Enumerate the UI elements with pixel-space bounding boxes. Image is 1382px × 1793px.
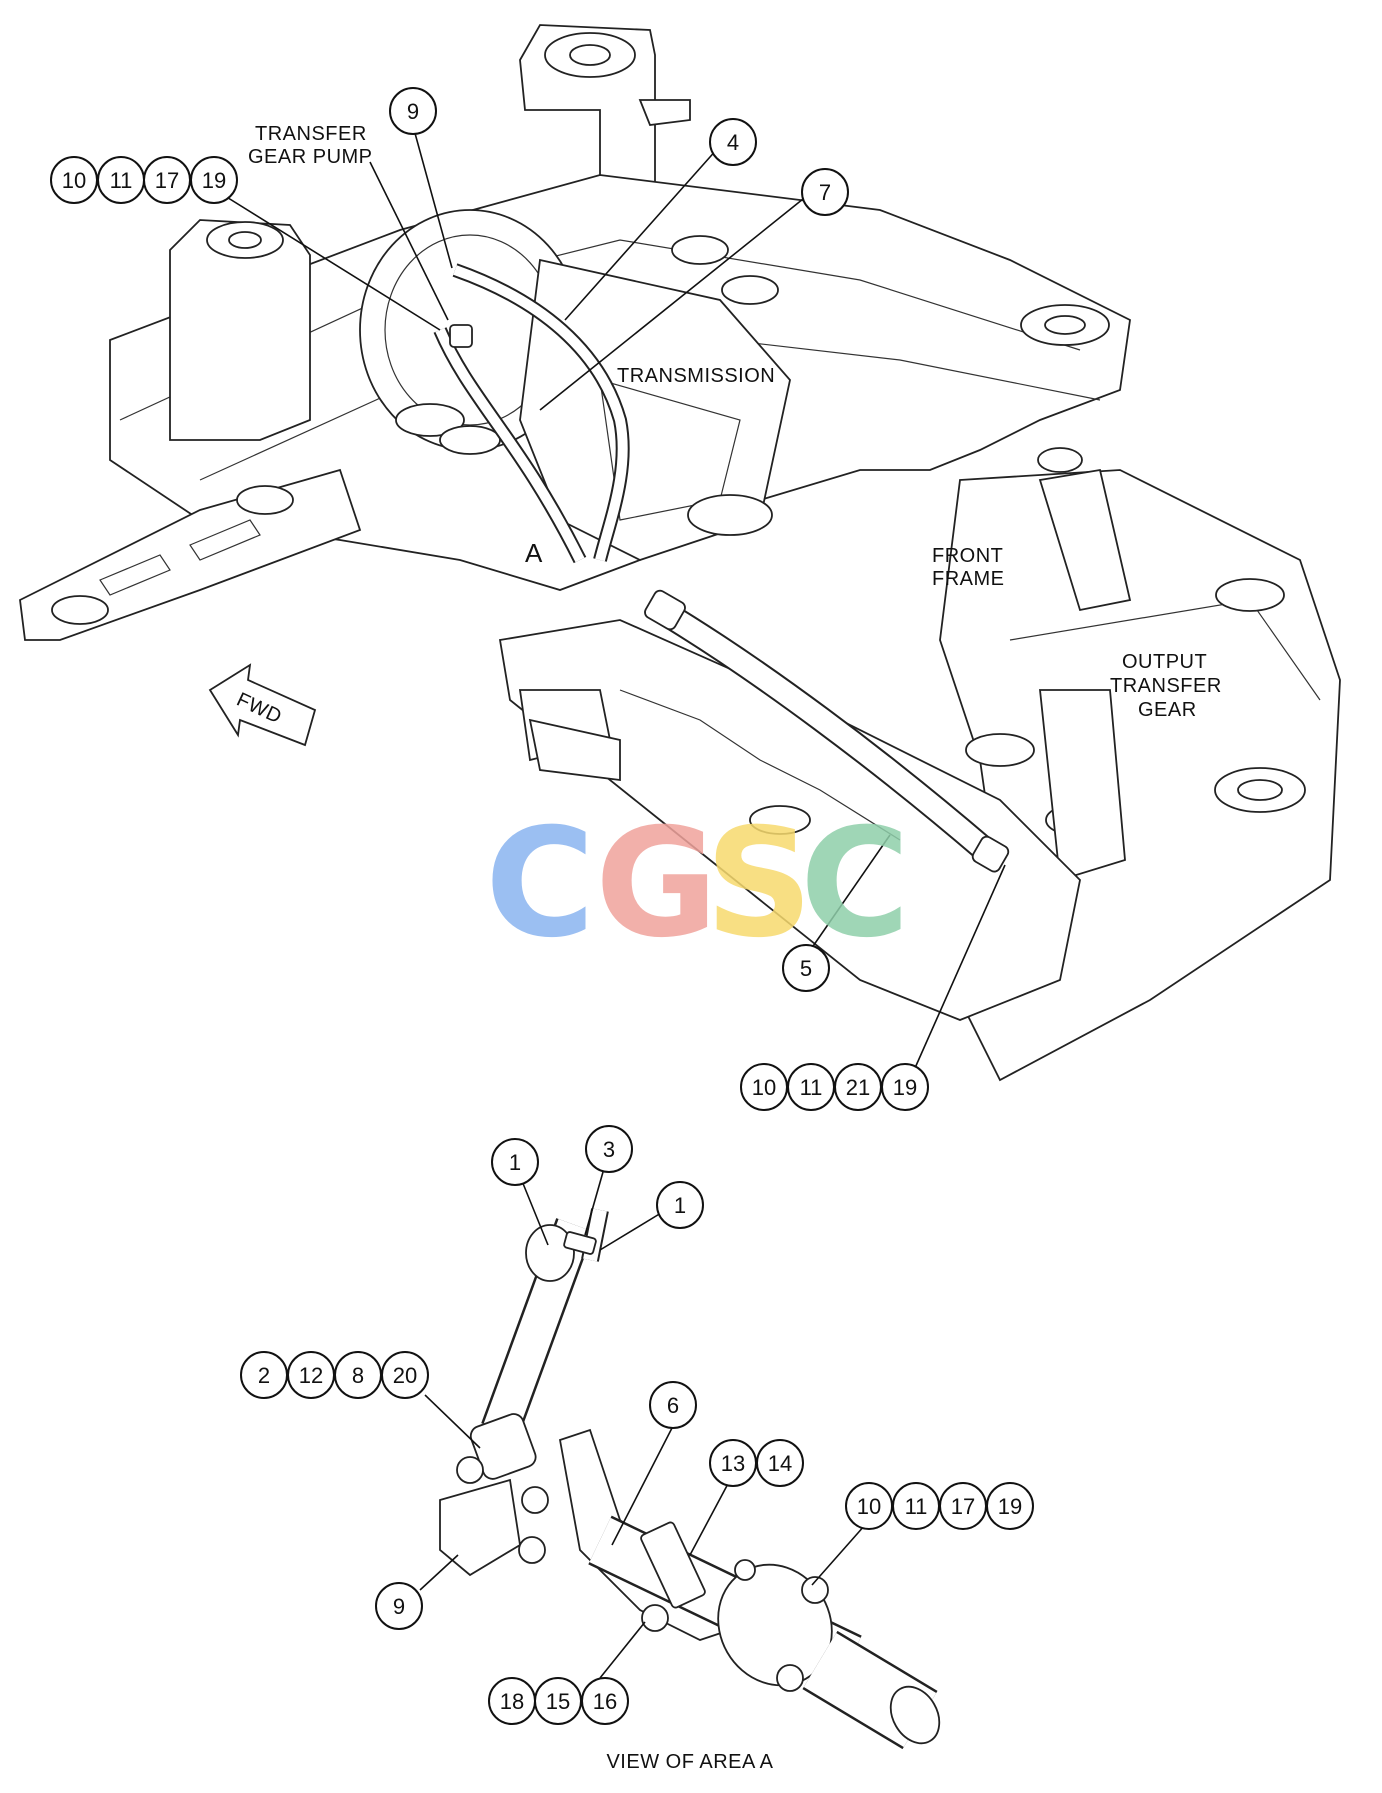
svg-text:10: 10 xyxy=(857,1494,881,1519)
transfer-gear-pump-label: TRANSFER xyxy=(255,123,367,145)
main-view-labels: TRANSFER GEAR PUMP TRANSMISSION FRONT FR… xyxy=(248,123,1222,721)
svg-text:21: 21 xyxy=(846,1075,870,1100)
svg-text:17: 17 xyxy=(155,168,179,193)
svg-text:10: 10 xyxy=(62,168,86,193)
svg-text:20: 20 xyxy=(393,1363,417,1388)
callout-group-bottom-right: 10 11 21 19 xyxy=(740,1063,929,1111)
callout-4: 4 xyxy=(709,118,757,166)
output-transfer-gear-label: OUTPUT xyxy=(1122,651,1207,673)
svg-text:19: 19 xyxy=(893,1075,917,1100)
front-frame-label-2: FRAME xyxy=(932,568,1005,590)
transfer-gear-pump-label-2: GEAR PUMP xyxy=(248,146,373,168)
detail-view-drawing xyxy=(439,1208,941,1750)
svg-text:12: 12 xyxy=(299,1363,323,1388)
svg-text:2: 2 xyxy=(258,1363,270,1388)
callout-group-top-left: 10 11 17 19 xyxy=(50,156,238,204)
main-callouts: 9 4 7 5 10 11 17 19 10 11 xyxy=(50,87,929,1111)
svg-text:6: 6 xyxy=(667,1393,679,1418)
callout-group-detail-right: 10 11 17 19 xyxy=(845,1482,1034,1530)
svg-text:18: 18 xyxy=(500,1689,524,1714)
callout-6: 6 xyxy=(649,1381,697,1429)
fwd-arrow: FWD xyxy=(208,663,317,747)
detail-leader-lines xyxy=(419,1171,866,1679)
svg-text:11: 11 xyxy=(800,1075,823,1100)
svg-text:7: 7 xyxy=(819,180,831,205)
svg-text:13: 13 xyxy=(721,1451,745,1476)
cgsc-watermark: C G S C xyxy=(485,797,910,971)
svg-text:16: 16 xyxy=(593,1689,617,1714)
detail-callouts: 1 3 1 2 12 8 20 6 13 14 xyxy=(240,1125,1034,1725)
svg-text:4: 4 xyxy=(727,130,739,155)
watermark-letter-1: C xyxy=(485,797,595,971)
svg-text:14: 14 xyxy=(768,1451,792,1476)
svg-text:9: 9 xyxy=(393,1594,405,1619)
svg-text:17: 17 xyxy=(951,1494,975,1519)
svg-text:8: 8 xyxy=(352,1363,364,1388)
svg-text:19: 19 xyxy=(202,168,226,193)
callout-5: 5 xyxy=(782,944,830,992)
callout-1-right: 1 xyxy=(656,1181,704,1229)
svg-text:9: 9 xyxy=(407,99,419,124)
transmission-label: TRANSMISSION xyxy=(617,365,775,387)
callout-group-13-14: 13 14 xyxy=(709,1439,804,1487)
view-caption: VIEW OF AREA A xyxy=(606,1751,773,1773)
front-frame-drawing: FWD xyxy=(19,24,1341,1082)
svg-text:11: 11 xyxy=(110,168,133,193)
output-transfer-gear-label-3: GEAR xyxy=(1138,699,1197,721)
area-a-marker: A xyxy=(525,538,543,568)
svg-text:19: 19 xyxy=(998,1494,1022,1519)
watermark-letter-4: C xyxy=(800,797,910,971)
svg-text:3: 3 xyxy=(603,1137,615,1162)
main-leader-lines xyxy=(224,114,1006,1069)
front-frame-label: FRONT xyxy=(932,545,1003,567)
callout-7: 7 xyxy=(801,168,849,216)
callout-9-detail: 9 xyxy=(375,1582,423,1630)
main-hoses xyxy=(433,263,1010,873)
svg-text:1: 1 xyxy=(674,1193,686,1218)
callout-group-18-15-16: 18 15 16 xyxy=(488,1677,629,1725)
callout-1-left: 1 xyxy=(491,1138,539,1186)
svg-text:15: 15 xyxy=(546,1689,570,1714)
watermark-letter-3: S xyxy=(705,797,813,971)
callout-3: 3 xyxy=(585,1125,633,1173)
watermark-letter-2: G xyxy=(595,797,718,971)
output-transfer-gear-label-2: TRANSFER xyxy=(1110,675,1222,697)
svg-text:10: 10 xyxy=(752,1075,776,1100)
svg-text:11: 11 xyxy=(905,1494,928,1519)
callout-9-top: 9 xyxy=(389,87,437,135)
callout-group-2-12-8-20: 2 12 8 20 xyxy=(240,1351,429,1399)
svg-text:5: 5 xyxy=(800,956,812,981)
svg-text:1: 1 xyxy=(509,1150,521,1175)
